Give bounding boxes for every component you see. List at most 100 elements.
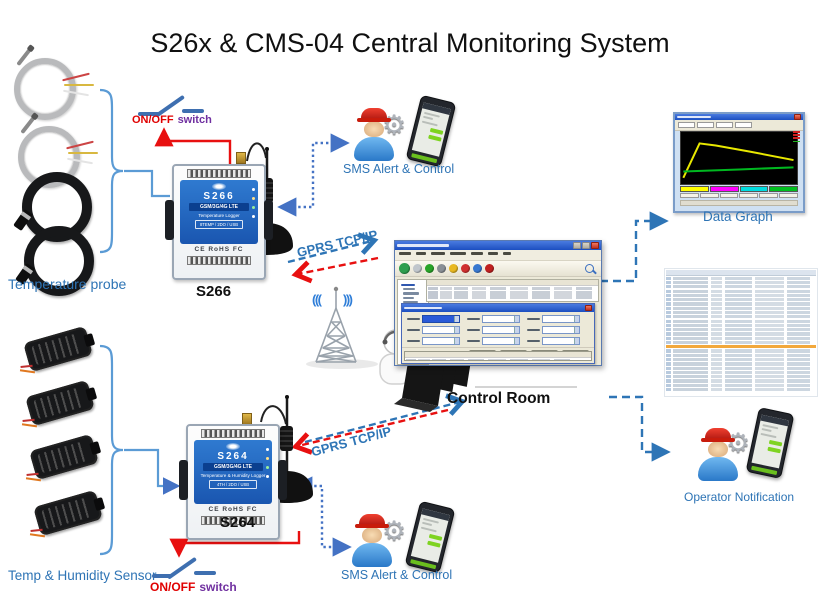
graph-status-bar bbox=[680, 200, 798, 206]
data-grid-top bbox=[426, 279, 599, 302]
value-cell bbox=[680, 193, 699, 198]
gear-icon: ⚙ bbox=[382, 516, 407, 546]
worker-icon bbox=[350, 514, 398, 570]
s264-front-panel: S264 GSM/3G/4G LTE Temperature & Humidit… bbox=[194, 440, 272, 504]
tree-item bbox=[403, 288, 415, 291]
s264-caption: S264 bbox=[220, 514, 256, 531]
legend-cell bbox=[680, 186, 709, 192]
log-row bbox=[666, 388, 816, 392]
log-row bbox=[666, 332, 816, 336]
log-row bbox=[666, 328, 816, 332]
to-data-graph-link bbox=[600, 211, 669, 283]
form-field bbox=[467, 337, 520, 345]
history-log-table bbox=[664, 268, 818, 397]
temperature-probe-4 bbox=[15, 226, 116, 296]
form-field bbox=[467, 315, 520, 323]
log-row bbox=[666, 375, 816, 379]
probe-to-s266-line bbox=[124, 169, 170, 198]
log-row bbox=[666, 366, 816, 370]
query-dialog bbox=[401, 303, 595, 364]
table-row bbox=[428, 291, 597, 295]
brand-logo-icon bbox=[212, 183, 226, 190]
toolbar-icon bbox=[399, 263, 410, 274]
toolbar-icon bbox=[413, 264, 422, 273]
toolbar-cell bbox=[697, 121, 714, 128]
legend-cell bbox=[739, 186, 769, 192]
legend-cell bbox=[769, 186, 798, 192]
maximize-button bbox=[582, 242, 590, 249]
close-button bbox=[591, 242, 599, 249]
terminal-block bbox=[187, 169, 251, 178]
menu-item bbox=[431, 252, 445, 255]
form-field bbox=[407, 326, 460, 334]
log-row bbox=[666, 302, 816, 306]
toolbar-icon bbox=[461, 264, 470, 273]
log-row bbox=[666, 345, 816, 349]
channel-value-cells bbox=[680, 193, 798, 198]
terminal-block bbox=[201, 429, 265, 438]
sms-alert-label-bottom: SMS Alert & Control bbox=[341, 568, 453, 582]
antenna-connector bbox=[236, 152, 246, 164]
sms-alert-group-top: ⚙ bbox=[336, 92, 476, 182]
log-row bbox=[666, 310, 816, 315]
toolbar-icon bbox=[485, 264, 494, 273]
window-title-bar bbox=[395, 241, 601, 250]
log-row bbox=[666, 289, 816, 293]
terminal-block bbox=[201, 516, 265, 525]
s266-caption: S266 bbox=[196, 283, 232, 300]
log-row bbox=[666, 298, 816, 302]
value-cell bbox=[699, 193, 719, 198]
value-cell bbox=[779, 193, 798, 198]
temperature-probe-label: Temperature probe bbox=[8, 276, 127, 292]
page-title: S26x & CMS-04 Central Monitoring System bbox=[150, 28, 670, 59]
operator-notification-label: Operator Notification bbox=[684, 490, 795, 504]
operator-notification-group: ⚙ bbox=[688, 406, 808, 490]
form-field bbox=[407, 337, 460, 345]
log-row bbox=[666, 349, 816, 353]
log-row bbox=[666, 285, 816, 289]
sms-alert-label-top: SMS Alert & Control bbox=[343, 162, 455, 176]
log-row bbox=[666, 276, 816, 280]
window-title-bar bbox=[675, 114, 803, 120]
search-icon bbox=[585, 264, 594, 273]
form-field bbox=[527, 315, 580, 323]
gprs-up-arrow-top bbox=[287, 232, 379, 264]
form-field bbox=[407, 315, 460, 323]
menu-item bbox=[416, 252, 426, 255]
to-operator-link bbox=[609, 395, 671, 462]
channel-color-legend bbox=[680, 186, 798, 192]
form-field bbox=[527, 337, 580, 345]
smartphone-icon bbox=[405, 94, 457, 168]
menu-bar bbox=[395, 250, 601, 261]
trend-plot bbox=[680, 131, 798, 185]
radio-waves-left-icon: ((( bbox=[312, 292, 322, 307]
onoff-switch-icon-top bbox=[136, 88, 208, 120]
worker-icon bbox=[696, 428, 744, 484]
menu-item bbox=[471, 252, 483, 255]
minimize-button bbox=[573, 242, 581, 249]
sensor-to-s264-line bbox=[124, 448, 181, 495]
cms-software-window bbox=[394, 240, 602, 366]
brand-logo-icon bbox=[226, 443, 240, 450]
s266-device: S266 GSM/3G/4G LTE Temperature Logger 8T… bbox=[165, 164, 273, 280]
gprs-down-arrow-bottom bbox=[291, 408, 449, 455]
toolbar-cell bbox=[735, 121, 752, 128]
query-form bbox=[402, 312, 594, 348]
worker-icon bbox=[352, 108, 400, 164]
records-table bbox=[404, 351, 592, 361]
menu-item bbox=[399, 252, 411, 255]
s264-device: S264 GSM/3G/4G LTE Temperature & Humidit… bbox=[179, 424, 287, 540]
dialog-title-bar bbox=[402, 304, 594, 312]
probe-brace bbox=[99, 88, 124, 254]
cell-tower-icon bbox=[306, 286, 378, 369]
value-cell bbox=[719, 193, 739, 198]
log-row bbox=[666, 323, 816, 327]
temp-humidity-sensor-label: Temp & Humidity Sensor bbox=[8, 568, 157, 583]
form-field bbox=[467, 326, 520, 334]
log-row bbox=[666, 319, 816, 323]
toolbar bbox=[395, 261, 601, 277]
probe-coil bbox=[24, 226, 94, 296]
table-row bbox=[406, 359, 590, 360]
window-body bbox=[395, 277, 601, 367]
